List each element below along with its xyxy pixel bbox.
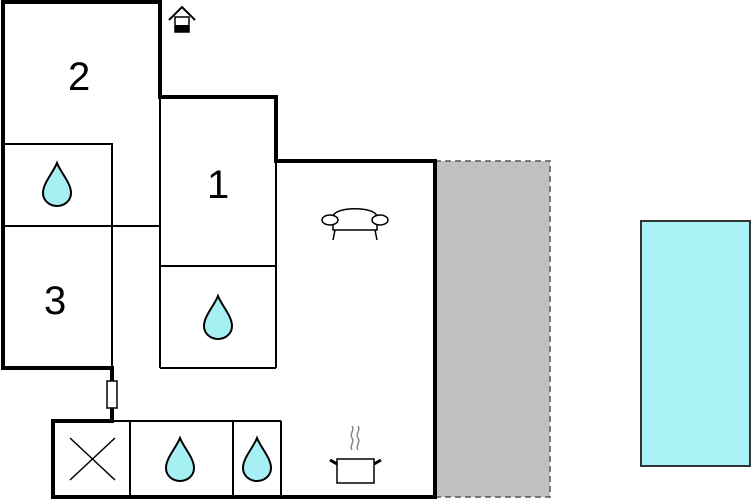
room-3-label: 3 [44,279,66,323]
cooking-pot-icon [329,425,382,484]
exterior-walls [1,0,437,499]
room-1-label: 1 [207,163,229,207]
stove-x-icon [69,437,116,481]
entrance-icon [168,5,196,33]
water-drop-icon [42,162,72,207]
room-2-label: 2 [68,55,90,99]
interior-walls [2,97,282,497]
pool [640,220,751,467]
sofa-icon [321,208,389,241]
water-drop-icon [242,437,272,482]
water-drop-icon [165,437,195,482]
water-drop-icon [203,295,233,340]
terrace [434,160,551,498]
door-icon [106,380,118,409]
